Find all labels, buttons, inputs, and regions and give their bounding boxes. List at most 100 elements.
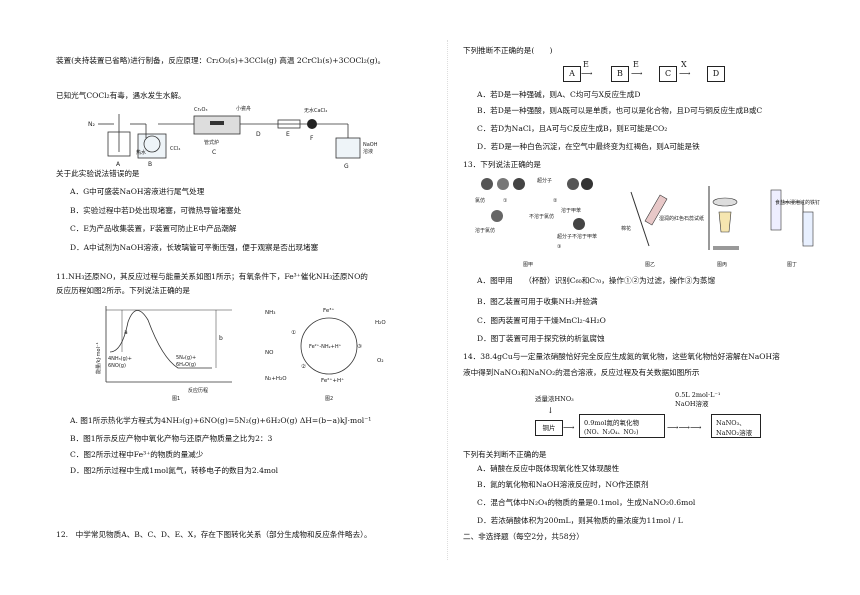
svg-text:无水CaCl₂: 无水CaCl₂ — [304, 107, 327, 114]
svg-text:图1: 图1 — [172, 396, 180, 402]
svg-text:NO: NO — [265, 350, 274, 356]
arrow-2: ⟶⟶⟶ — [667, 423, 702, 432]
q14-flow: 适量浓HNO₃ ↓ 铜片 ⟶ 0.9mol氮的氧化物 (NO、N₂O₄、NO₂)… — [525, 391, 825, 444]
svg-text:A: A — [116, 161, 121, 168]
svg-text:6H₂O(g): 6H₂O(g) — [176, 362, 196, 368]
q12-stem: 下列推断不正确的是( ) — [463, 46, 553, 55]
q10-option-b: B．实验过程中若D处出现堵塞，可微热导管堵塞处 — [70, 206, 242, 215]
svg-text:Fe²⁺+H⁺: Fe²⁺+H⁺ — [321, 377, 344, 384]
q14-option-b: B．氮的氧化物和NaOH溶液反应时，NO作还原剂 — [477, 480, 649, 489]
svg-text:NaOH: NaOH — [363, 142, 378, 148]
svg-text:管式炉: 管式炉 — [204, 139, 219, 146]
flow-box-c: C — [659, 66, 677, 82]
q11-option-d: D．图2所示过程中生成1mol氮气，转移电子的数目为2.4mol — [70, 466, 279, 475]
flow-label-e1: E — [583, 60, 589, 69]
q10-note: 已知光气COCl₂有毒，遇水发生水解。 — [56, 91, 186, 100]
hno3-label: 适量浓HNO₃ — [535, 395, 574, 403]
svg-text:超分子: 超分子 — [537, 177, 552, 184]
q13-option-d: D．图丁装置可用于探究铁的析氢腐蚀 — [477, 334, 605, 343]
conversion-flow: A E ⟶ B E ⟶ C X ⟶ D — [563, 60, 803, 84]
q13-option-b: B．图乙装置可用于收集NH₃并验满 — [477, 297, 598, 306]
q11-option-a: A. 图1所示热化学方程式为4NH₃(g)+6NO(g)=5N₂(g)+6H₂O… — [70, 416, 372, 425]
q11-line1: 11.NH₃还原NO，其反应过程与能量关系如图1所示；有氧条件下，Fe³⁺催化N… — [56, 272, 368, 281]
svg-text:图丁: 图丁 — [787, 262, 797, 268]
svg-text:③: ③ — [357, 344, 362, 350]
products-line2: NaNO₂溶液 — [716, 429, 753, 437]
svg-text:能量/kJ·mol⁻¹: 能量/kJ·mol⁻¹ — [95, 342, 102, 374]
svg-text:E: E — [286, 131, 290, 138]
svg-text:N₂+H₂O: N₂+H₂O — [265, 376, 287, 382]
products-line1: NaNO₃、 — [716, 419, 746, 427]
svg-text:②: ② — [553, 198, 558, 204]
energy-diagram: 能量/kJ·mol⁻¹ a b 4NH₃(g)+ 6NO(g) 5N₂(g)+ … — [95, 306, 232, 402]
svg-text:B: B — [148, 161, 152, 168]
svg-text:F: F — [310, 135, 314, 142]
flow-label-e2: E — [633, 60, 639, 69]
q13-stem: 13．下列说法正确的是 — [463, 160, 542, 169]
svg-text:③: ③ — [557, 244, 561, 250]
oxides-line1: 0.9mol氮的氧化物 — [584, 419, 639, 427]
q10-option-d: D．A中试剂为NaOH溶液，长玻璃管可平衡压强，便于观察是否出现堵塞 — [70, 243, 319, 252]
q13-option-a: A．图甲用 （杯酚）识别C₆₀和C₇₀，操作①②为过滤，操作③为蒸馏 — [477, 276, 716, 285]
q14-option-d: D．若浓硝酸体积为200mL，则其物质的量浓度为11mol / L — [477, 516, 683, 525]
svg-text:不溶于氯仿: 不溶于氯仿 — [529, 213, 554, 220]
svg-text:氯仿: 氯仿 — [475, 197, 485, 204]
q13-option-c: C．图丙装置可用于干燥MnCl₂·4H₂O — [477, 316, 606, 325]
svg-text:溶液: 溶液 — [363, 148, 373, 155]
q12-option-d: D．若D是一种白色沉淀，在空气中最终变为红褐色，则A可能是铁 — [477, 142, 700, 151]
flow-arrow-1: ⟶ — [581, 69, 593, 78]
svg-text:湿润的红色石蕊试纸: 湿润的红色石蕊试纸 — [659, 215, 704, 222]
svg-text:4NH₃(g)+: 4NH₃(g)+ — [108, 356, 132, 362]
svg-text:CCl₄: CCl₄ — [170, 146, 180, 152]
down-arrow: ↓ — [547, 406, 554, 415]
q12-line1: 12. 中学常见物质A、B、C、D、E、X，存在下图转化关系（部分生成物和反应条… — [56, 530, 372, 539]
q14-line2: 液中得到NaNO₃和NaNO₂的混合溶液，反应过程及有关数据如图所示 — [463, 368, 700, 377]
svg-text:a: a — [124, 329, 128, 336]
svg-text:棉花: 棉花 — [621, 225, 631, 232]
svg-text:G: G — [344, 163, 349, 170]
arrow-1: ⟶ — [563, 423, 575, 432]
svg-text:①: ① — [503, 198, 508, 204]
svg-text:图丙: 图丙 — [717, 262, 727, 268]
q12-option-a: A．若D是一种强碱，则A、C均可与X反应生成D — [477, 90, 641, 99]
flow-box-d: D — [707, 66, 725, 82]
catalytic-cycle-diagram: NH₃ Fe³⁺ H₂O NO Fe²⁺-NH₂+H⁺ O₂ N₂+H₂O Fe… — [265, 307, 386, 402]
svg-text:D: D — [256, 131, 261, 138]
q14-option-a: A．硝酸在反应中既体现氧化性又体现酸性 — [477, 464, 620, 473]
svg-text:图2: 图2 — [325, 396, 333, 402]
copper-box: 铜片 — [535, 420, 563, 436]
q14-option-c: C．混合气体中N₂O₄的物质的量是0.1mol，生成NaNO₂0.6mol — [477, 498, 696, 507]
products-box: NaNO₃、 NaNO₂溶液 — [711, 414, 761, 438]
svg-text:反应历程: 反应历程 — [188, 387, 208, 394]
oxides-line2: (NO、N₂O₄、NO₂) — [584, 429, 639, 436]
flow-arrow-2: ⟶ — [631, 69, 643, 78]
svg-text:Fe²⁺-NH₂+H⁺: Fe²⁺-NH₂+H⁺ — [309, 344, 342, 350]
svg-text:C: C — [212, 149, 216, 156]
flow-box-b: B — [611, 66, 629, 82]
svg-text:H₂O: H₂O — [375, 320, 386, 326]
svg-text:②: ② — [301, 363, 306, 370]
section2-heading: 二、非选择题（每空2分，共58分） — [463, 532, 584, 541]
q11-option-b: B．图1所示反应产物中氧化产物与还原产物质量之比为2：3 — [70, 434, 273, 443]
apparatus-diagram: N₂ A 热水 CCl₄ B Cr₂O₃ 小瓷舟 管式炉 C D — [88, 105, 378, 170]
svg-text:O₂: O₂ — [377, 358, 384, 364]
flow-arrow-3: ⟶ — [679, 69, 691, 78]
svg-text:小瓷舟: 小瓷舟 — [236, 105, 251, 112]
svg-text:NH₃: NH₃ — [265, 310, 275, 316]
svg-text:溶于甲苯: 溶于甲苯 — [561, 207, 581, 214]
svg-text:b: b — [219, 335, 223, 342]
q10-stem: 关于此实验说法错误的是 — [56, 169, 140, 178]
q14-stem: 下列有关判断不正确的是 — [463, 450, 547, 459]
column-divider — [447, 40, 448, 560]
flow-box-a: A — [563, 66, 581, 82]
q13-figures: 超分子 氯仿 ① 溶于氯仿 不溶于氯仿 ② 溶于甲苯 超分子不溶于甲苯 ③ 图甲… — [475, 177, 820, 268]
svg-text:热水: 热水 — [136, 149, 146, 156]
svg-text:5N₂(g)+: 5N₂(g)+ — [176, 355, 196, 361]
svg-text:6NO(g): 6NO(g) — [108, 363, 126, 369]
svg-text:食盐水浸泡过的铁钉: 食盐水浸泡过的铁钉 — [775, 199, 820, 206]
q11-line2: 反应历程如图2所示。下列说法正确的是 — [56, 286, 190, 295]
svg-text:Fe³⁺: Fe³⁺ — [323, 307, 334, 314]
svg-text:①: ① — [291, 330, 296, 336]
q12-option-b: B．若D是一种强酸，则A既可以是单质，也可以是化合物，且D可与铜反应生成B或C — [477, 106, 763, 115]
